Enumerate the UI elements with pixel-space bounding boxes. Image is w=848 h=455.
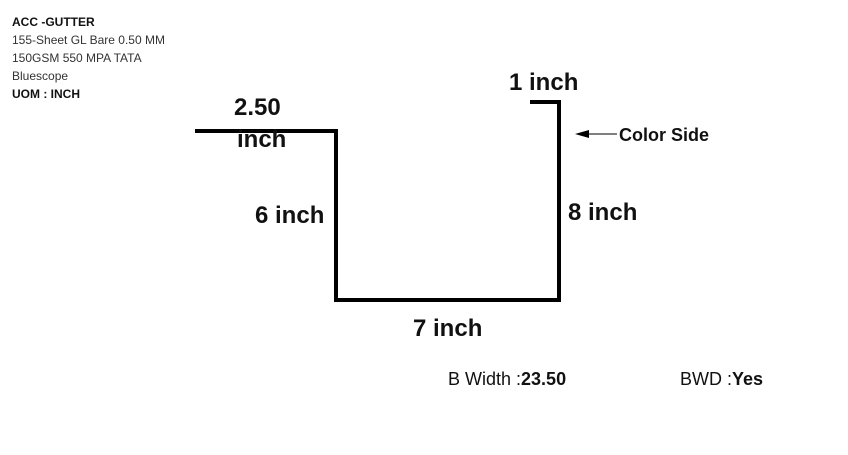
color-side-label: Color Side	[619, 125, 710, 145]
bwidth-field: B Width :23.50	[448, 369, 566, 390]
dim-base: 7 inch	[413, 315, 483, 342]
gutter-profile-line	[195, 100, 561, 302]
dim-left-wall: 6 inch	[255, 202, 325, 229]
dim-flange-left-unit: inch	[237, 126, 287, 153]
bwidth-value: 23.50	[521, 369, 567, 389]
bwd-field: BWD :Yes	[680, 369, 763, 390]
product-name: ACC -GUTTER	[12, 15, 95, 29]
uom-label: UOM : INCH	[12, 87, 80, 101]
material-line-2: 150GSM 550 MPA TATA	[12, 51, 142, 65]
bwd-value: Yes	[732, 369, 764, 389]
bwidth-label: B Width :	[448, 369, 522, 389]
bwd-label: BWD :	[680, 369, 732, 389]
material-line-1: 155-Sheet GL Bare 0.50 MM	[12, 33, 165, 47]
dim-top-lip: 1 inch	[509, 69, 579, 96]
dim-flange-left-value: 2.50	[234, 94, 281, 121]
spec-block: ACC -GUTTER 155-Sheet GL Bare 0.50 MM 15…	[12, 13, 165, 103]
dim-right-wall: 8 inch	[568, 199, 638, 226]
material-line-3: Bluescope	[12, 69, 69, 83]
color-side-arrow-head	[575, 130, 589, 138]
